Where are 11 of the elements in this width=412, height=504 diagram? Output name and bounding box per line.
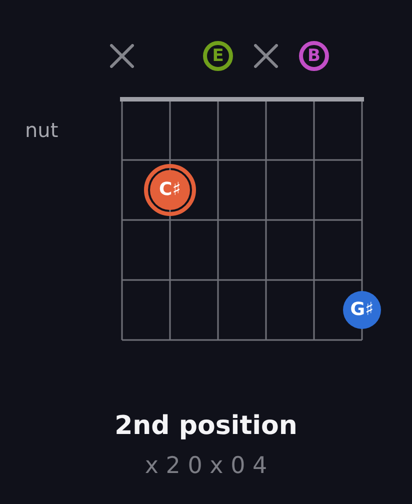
note-name: G♯	[350, 301, 374, 319]
finger-dot	[144, 164, 196, 216]
nut-label: nut	[25, 120, 58, 140]
note-name: E	[212, 48, 224, 64]
chord-title: 2nd position	[114, 413, 298, 439]
finger-dot	[343, 291, 381, 329]
fret-pattern: x 2 0 x 0 4	[144, 455, 268, 478]
open-string-ring	[299, 41, 329, 71]
note-name: B	[308, 48, 320, 64]
note-name: C♯	[159, 181, 181, 199]
open-string-ring	[203, 41, 233, 71]
